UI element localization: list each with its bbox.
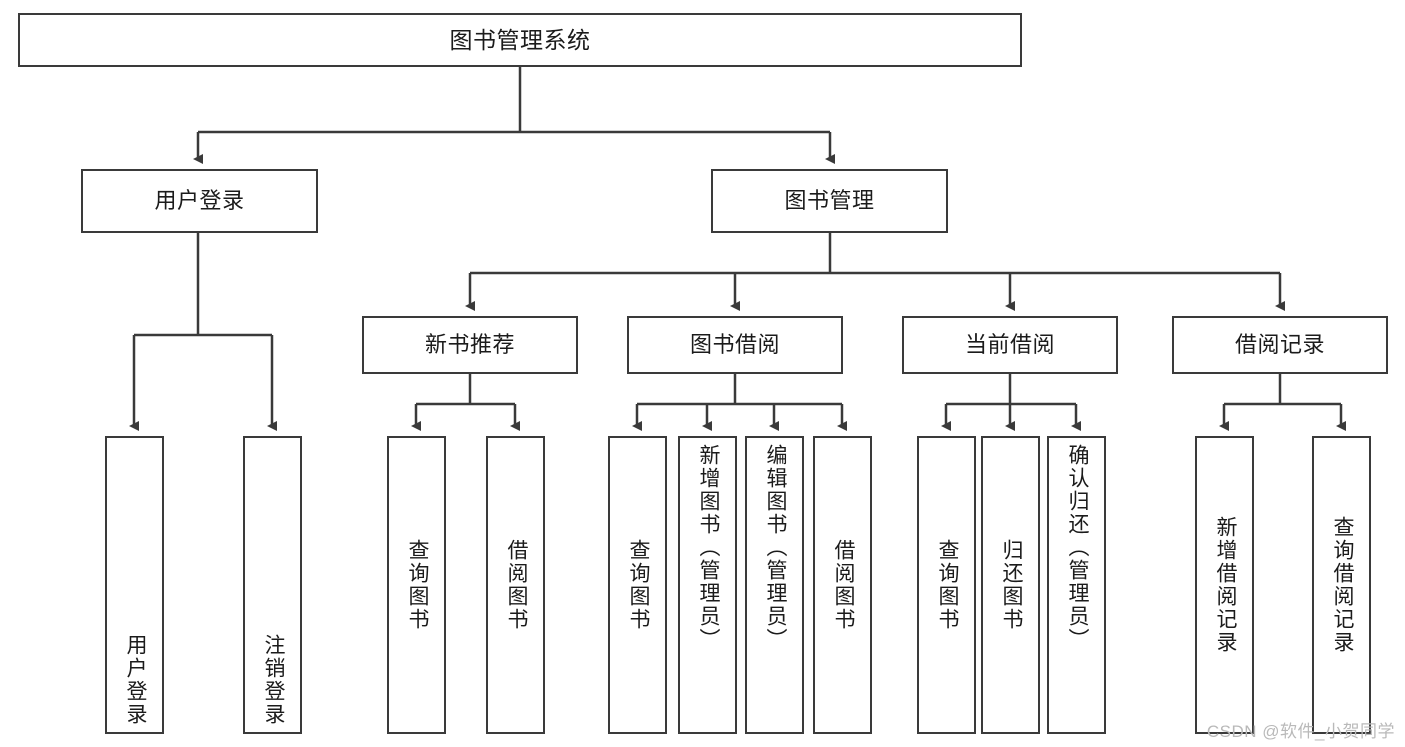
node-book-manage[interactable]: 图书管理 [711,169,948,233]
leaf-bookborrow-query-book-label: 查询图书 [626,539,650,631]
node-root-system-label: 图书管理系统 [449,26,591,53]
node-user-login[interactable]: 用户登录 [81,169,318,233]
leaf-logout[interactable]: 注销登录 [243,436,302,734]
node-book-manage-label: 图书管理 [784,188,875,214]
leaf-currentborrow-return-book[interactable]: 归还图书 [981,436,1040,734]
leaf-user-login-label: 用户登录 [123,634,147,726]
leaf-currentborrow-confirm-return[interactable]: 确认归还（管理员） [1047,436,1106,734]
leaf-user-login[interactable]: 用户登录 [105,436,164,734]
leaf-bookborrow-query-book[interactable]: 查询图书 [608,436,667,734]
leaf-currentborrow-confirm-return-label: 确认归还（管理员） [1065,444,1089,651]
leaf-bookborrow-edit-book[interactable]: 编辑图书（管理员） [745,436,804,734]
leaf-bookborrow-add-book-label: 新增图书（管理员） [696,444,720,651]
leaf-logout-label: 注销登录 [261,634,285,726]
leaf-newbook-borrow-book[interactable]: 借阅图书 [486,436,545,734]
leaf-bookborrow-borrow-book[interactable]: 借阅图书 [813,436,872,734]
leaf-bookborrow-edit-book-label: 编辑图书（管理员） [763,444,787,651]
leaf-borrowrecord-add-record-label: 新增借阅记录 [1213,516,1237,654]
node-current-borrow-label: 当前借阅 [964,332,1055,358]
leaf-currentborrow-query-book[interactable]: 查询图书 [917,436,976,734]
leaf-newbook-query-book[interactable]: 查询图书 [387,436,446,734]
leaf-borrowrecord-add-record[interactable]: 新增借阅记录 [1195,436,1254,734]
watermark: CSDN @软件_小贺同学 [1206,722,1395,741]
node-current-borrow[interactable]: 当前借阅 [902,316,1118,374]
leaf-borrowrecord-query-record-label: 查询借阅记录 [1330,516,1354,654]
leaf-newbook-query-book-label: 查询图书 [405,539,429,631]
leaf-borrowrecord-query-record[interactable]: 查询借阅记录 [1312,436,1371,734]
leaf-newbook-borrow-book-label: 借阅图书 [504,539,528,631]
node-user-login-label: 用户登录 [154,188,245,214]
node-root-system[interactable]: 图书管理系统 [18,13,1022,67]
node-borrow-record-label: 借阅记录 [1234,332,1325,358]
leaf-bookborrow-add-book[interactable]: 新增图书（管理员） [678,436,737,734]
node-book-borrow-label: 图书借阅 [689,332,780,358]
node-book-borrow[interactable]: 图书借阅 [627,316,843,374]
node-new-book-recommend-label: 新书推荐 [424,332,515,358]
leaf-currentborrow-query-book-label: 查询图书 [935,539,959,631]
leaf-currentborrow-return-book-label: 归还图书 [999,539,1023,631]
node-borrow-record[interactable]: 借阅记录 [1172,316,1388,374]
node-new-book-recommend[interactable]: 新书推荐 [362,316,578,374]
leaf-bookborrow-borrow-book-label: 借阅图书 [831,539,855,631]
